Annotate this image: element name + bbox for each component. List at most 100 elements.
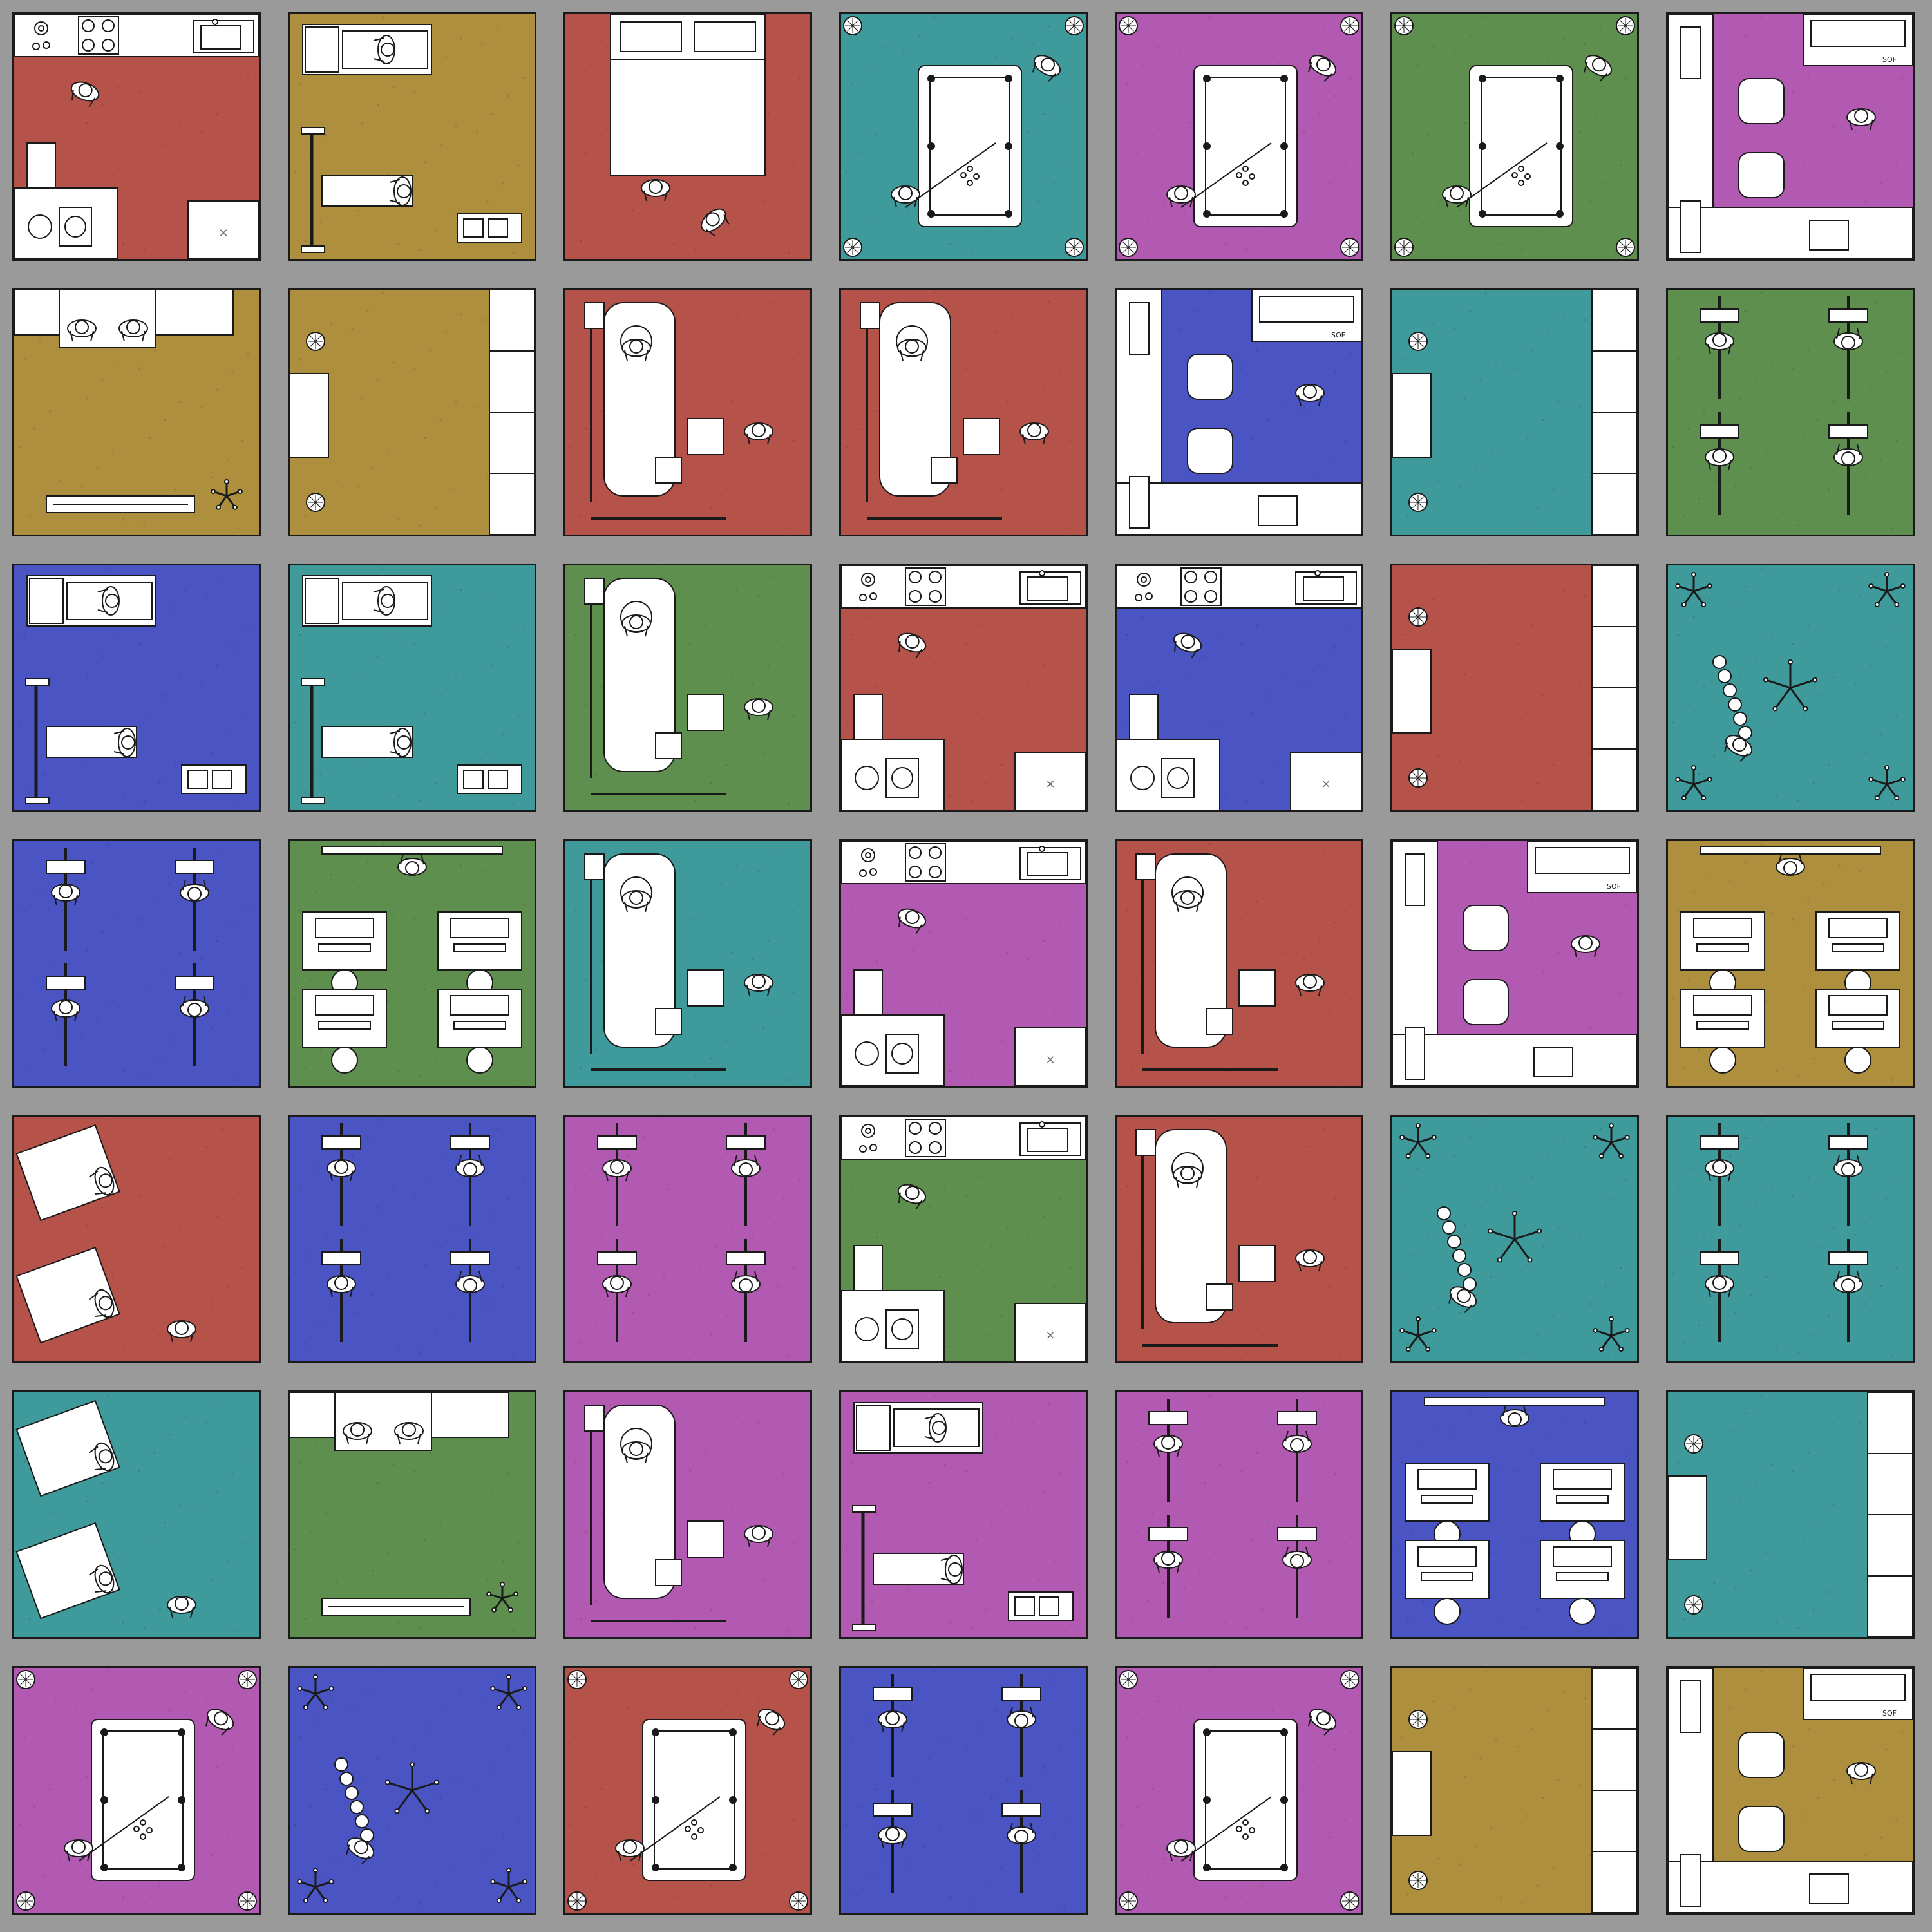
room-tile-gym[interactable] bbox=[288, 12, 536, 261]
room-tile-dental[interactable] bbox=[564, 1390, 812, 1639]
person-icon bbox=[1500, 1405, 1530, 1427]
plant-icon bbox=[1408, 493, 1428, 512]
plant-icon bbox=[238, 1670, 257, 1689]
pool-table-icon bbox=[1180, 1719, 1298, 1881]
fridge-icon: × bbox=[1014, 752, 1086, 810]
room-tile-billiards[interactable] bbox=[1390, 12, 1639, 261]
plant-icon bbox=[1394, 16, 1414, 35]
plant-icon bbox=[567, 1670, 587, 1689]
stove-icon bbox=[905, 567, 946, 606]
room-tile-office[interactable]: SOF bbox=[1666, 12, 1915, 261]
room-tile-office[interactable]: SOF bbox=[1390, 839, 1639, 1088]
office-desk bbox=[1668, 1668, 1913, 1913]
office-floorplan: SOF bbox=[1392, 841, 1637, 1086]
tv-stand-icon bbox=[46, 495, 195, 513]
room-tile-kitchen[interactable]: × bbox=[839, 1115, 1088, 1363]
room-tile-classroom[interactable] bbox=[288, 839, 536, 1088]
billiards-floorplan bbox=[565, 1668, 808, 1911]
bed-icon bbox=[610, 14, 766, 176]
room-tile-cycling[interactable] bbox=[1666, 288, 1915, 536]
room-tile-cycling[interactable] bbox=[1115, 1390, 1363, 1639]
office-chair-icon bbox=[1738, 1732, 1785, 1778]
person-icon bbox=[1776, 853, 1805, 876]
meeting-floorplan bbox=[1668, 1392, 1913, 1637]
classroom-floorplan bbox=[290, 841, 525, 1081]
person-icon bbox=[97, 586, 120, 616]
room-tile-billiards[interactable] bbox=[839, 12, 1088, 261]
room-tile-classroom[interactable] bbox=[1390, 1390, 1639, 1639]
printer-label: SOF bbox=[1331, 331, 1345, 339]
room-tile-studio[interactable] bbox=[1390, 1115, 1639, 1363]
room-tile-meeting[interactable] bbox=[1390, 1666, 1639, 1915]
room-tile-cycling[interactable] bbox=[12, 839, 261, 1088]
room-tile-office[interactable]: SOF bbox=[1115, 288, 1363, 536]
person-icon bbox=[88, 1442, 115, 1472]
room-tile-kitchen[interactable]: × bbox=[1115, 564, 1363, 812]
meeting-floorplan bbox=[1392, 565, 1637, 810]
room-tile-kitchen[interactable]: × bbox=[839, 564, 1088, 812]
dental-chair-icon bbox=[584, 1405, 724, 1605]
plant-icon bbox=[16, 1670, 35, 1689]
room-tile-billiards[interactable] bbox=[1115, 1666, 1363, 1915]
room-tile-lounge[interactable] bbox=[12, 288, 261, 536]
room-tile-meeting[interactable] bbox=[1390, 288, 1639, 536]
room-tile-billiards[interactable] bbox=[12, 1666, 261, 1915]
fridge-icon: × bbox=[1014, 1303, 1086, 1361]
shelf-icon bbox=[1591, 290, 1637, 535]
room-tile-classroom[interactable] bbox=[1666, 839, 1915, 1088]
stove-icon bbox=[1180, 567, 1222, 606]
stove-icon bbox=[78, 16, 119, 55]
room-tile-office[interactable]: SOF bbox=[1666, 1666, 1915, 1915]
office-chair-icon bbox=[1738, 78, 1785, 124]
room-tile-meeting[interactable] bbox=[288, 288, 536, 536]
person-icon bbox=[51, 884, 80, 906]
room-tile-dental[interactable] bbox=[839, 288, 1088, 536]
computer-desk-icon bbox=[1815, 911, 1900, 996]
room-tile-billiards[interactable] bbox=[564, 1666, 812, 1915]
room-tile-bedroom[interactable] bbox=[564, 12, 812, 261]
room-tile-billiards[interactable] bbox=[1115, 12, 1363, 261]
weight-rack-icon bbox=[457, 213, 522, 243]
light-stand-icon bbox=[1868, 572, 1906, 608]
dental-chair-icon bbox=[584, 578, 724, 778]
room-tile-salon[interactable] bbox=[12, 1115, 261, 1363]
plant-icon bbox=[1616, 238, 1635, 257]
room-tile-cycling[interactable] bbox=[839, 1666, 1088, 1915]
person-icon bbox=[67, 319, 97, 342]
room-tile-dental[interactable] bbox=[1115, 1115, 1363, 1363]
room-tile-dental[interactable] bbox=[564, 564, 812, 812]
room-tile-cycling[interactable] bbox=[1666, 1115, 1915, 1363]
treadmill-icon bbox=[302, 575, 432, 627]
carpet-texture bbox=[1392, 1117, 1627, 1357]
room-tile-gym[interactable] bbox=[12, 564, 261, 812]
room-tile-studio[interactable] bbox=[288, 1666, 536, 1915]
tripod-icon bbox=[1763, 659, 1818, 712]
room-tile-cycling[interactable] bbox=[288, 1115, 536, 1363]
room-tile-kitchen[interactable]: × bbox=[12, 12, 261, 261]
room-tile-meeting[interactable] bbox=[1666, 1390, 1915, 1639]
person-icon bbox=[327, 1275, 356, 1298]
room-tile-gym[interactable] bbox=[839, 1390, 1088, 1639]
room-tile-meeting[interactable] bbox=[1390, 564, 1639, 812]
plant-icon bbox=[843, 16, 862, 35]
person-icon bbox=[389, 176, 412, 206]
plant-icon bbox=[1340, 1891, 1359, 1911]
room-tile-dental[interactable] bbox=[1115, 839, 1363, 1088]
printer-label: SOF bbox=[1882, 1709, 1897, 1718]
pool-table-icon bbox=[905, 65, 1022, 227]
room-tile-gym[interactable] bbox=[288, 564, 536, 812]
room-tile-dental[interactable] bbox=[564, 839, 812, 1088]
person-icon bbox=[744, 698, 773, 721]
light-stand-icon bbox=[1399, 1123, 1437, 1159]
person-icon bbox=[891, 185, 920, 208]
studio-floorplan bbox=[290, 1668, 527, 1908]
room-tile-salon[interactable] bbox=[12, 1390, 261, 1639]
office-floorplan: SOF bbox=[1668, 14, 1913, 259]
person-icon bbox=[1723, 735, 1753, 762]
room-tile-kitchen[interactable]: × bbox=[839, 839, 1088, 1088]
room-tile-studio[interactable] bbox=[1666, 564, 1915, 812]
person-icon bbox=[455, 1155, 485, 1177]
room-tile-cycling[interactable] bbox=[564, 1115, 812, 1363]
room-tile-lounge[interactable] bbox=[288, 1390, 536, 1639]
room-tile-dental[interactable] bbox=[564, 288, 812, 536]
